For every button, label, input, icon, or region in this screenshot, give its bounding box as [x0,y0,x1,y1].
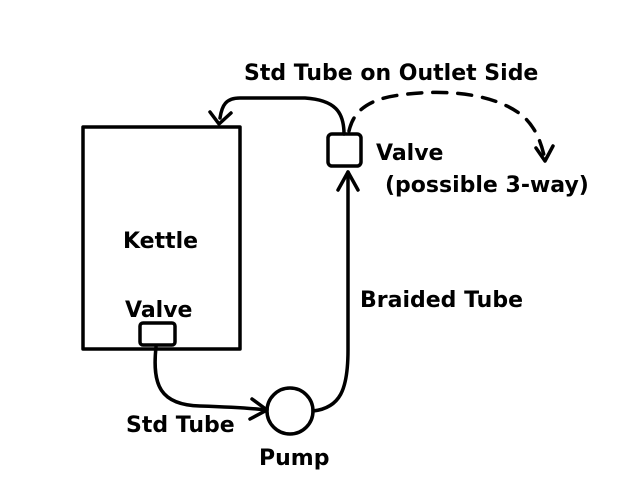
outlet-tube-label: Std Tube on Outlet Side [244,61,538,86]
kettle-valve-label: Valve [125,298,192,323]
outlet-valve-note: (possible 3-way) [385,173,589,198]
kettle-valve [138,321,177,347]
std-tube-label: Std Tube [126,413,235,438]
braided-tube-label: Braided Tube [360,288,523,313]
kettle-label: Kettle [123,229,198,254]
std-tube-line [153,345,268,412]
outlet-return-tube-line [218,96,346,136]
alternate-outlet-dashed-line [347,90,547,162]
outlet-valve-label: Valve [376,141,443,166]
pump-circle [265,386,315,436]
alternate-outlet-arrowhead [534,144,555,163]
kettle-box [81,125,242,351]
pump-label: Pump [259,446,329,471]
braided-tube-line [311,170,350,413]
braided-tube-arrowhead [336,170,360,192]
outlet-return-tube-arrowhead [208,110,233,126]
outlet-valve [326,132,363,168]
